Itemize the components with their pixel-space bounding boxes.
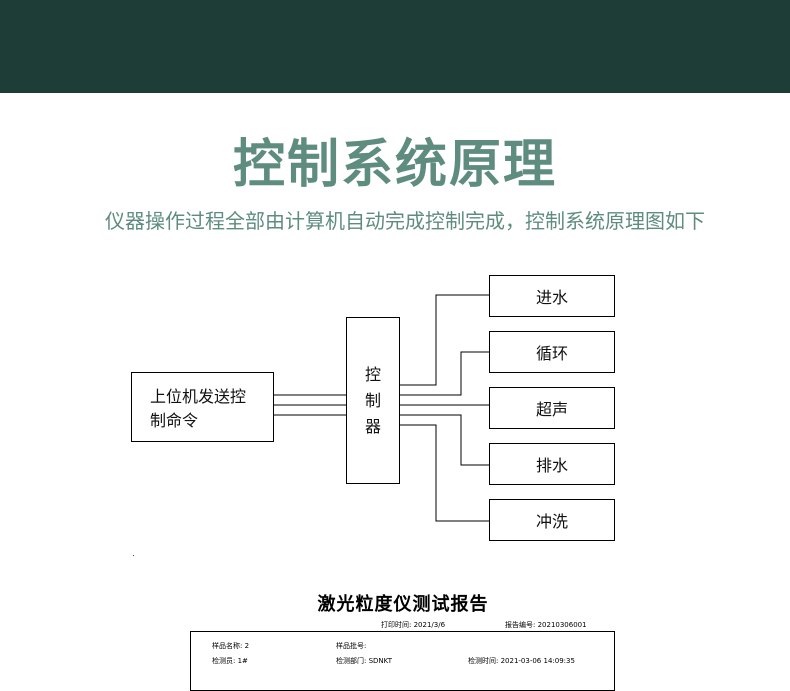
report-info-box: 样品名称: 2 样品批号: 检测员: 1# 检测部门: SDNKT 检测时间: … xyxy=(190,631,615,691)
output-label-flush: 冲洗 xyxy=(535,512,568,531)
controller-char-3: 器 xyxy=(364,416,381,436)
report-sample-batch: 样品批号: xyxy=(336,642,367,650)
page-subtitle: 仪器操作过程全部由计算机自动完成控制完成，控制系统原理图如下 xyxy=(105,209,705,233)
host-label-line2: 制命令 xyxy=(150,411,199,430)
page-title: 控制系统原理 xyxy=(232,135,557,195)
output-label-inlet: 进水 xyxy=(535,288,568,307)
link-flush xyxy=(400,424,489,522)
output-box-inlet: 进水 xyxy=(489,275,615,317)
controller-char-2: 制 xyxy=(364,390,381,410)
report-test-time: 检测时间: 2021-03-06 14:09:35 xyxy=(468,657,575,665)
link-circulation xyxy=(400,351,489,396)
link-drain xyxy=(400,414,489,466)
output-box-ultrasonic: 超声 xyxy=(489,387,615,429)
output-label-drain: 排水 xyxy=(535,456,568,475)
report-department: 检测部门: SDNKT xyxy=(336,657,392,665)
output-label-ultrasonic: 超声 xyxy=(535,400,568,419)
header-banner xyxy=(0,0,790,93)
host-computer-box: 上位机发送控 制命令 xyxy=(131,372,274,442)
report-number: 报告编号: 20210306001 xyxy=(505,621,587,629)
report-sample-name: 样品名称: 2 xyxy=(212,642,250,650)
report-title: 激光粒度仪测试报告 xyxy=(317,594,489,615)
output-box-drain: 排水 xyxy=(489,443,615,485)
controller-box: 控 制 器 xyxy=(346,317,400,484)
link-inlet xyxy=(400,294,489,386)
report-print-time: 打印时间: 2021/3/6 xyxy=(381,621,446,629)
output-label-circulation: 循环 xyxy=(535,344,568,363)
host-label-line1: 上位机发送控 xyxy=(150,387,247,406)
stray-dot xyxy=(133,555,134,556)
report-inspector: 检测员: 1# xyxy=(212,657,248,665)
diagram-connectors xyxy=(274,294,489,522)
output-box-circulation: 循环 xyxy=(489,331,615,373)
output-box-flush: 冲洗 xyxy=(489,499,615,541)
controller-char-1: 控 xyxy=(364,364,381,384)
